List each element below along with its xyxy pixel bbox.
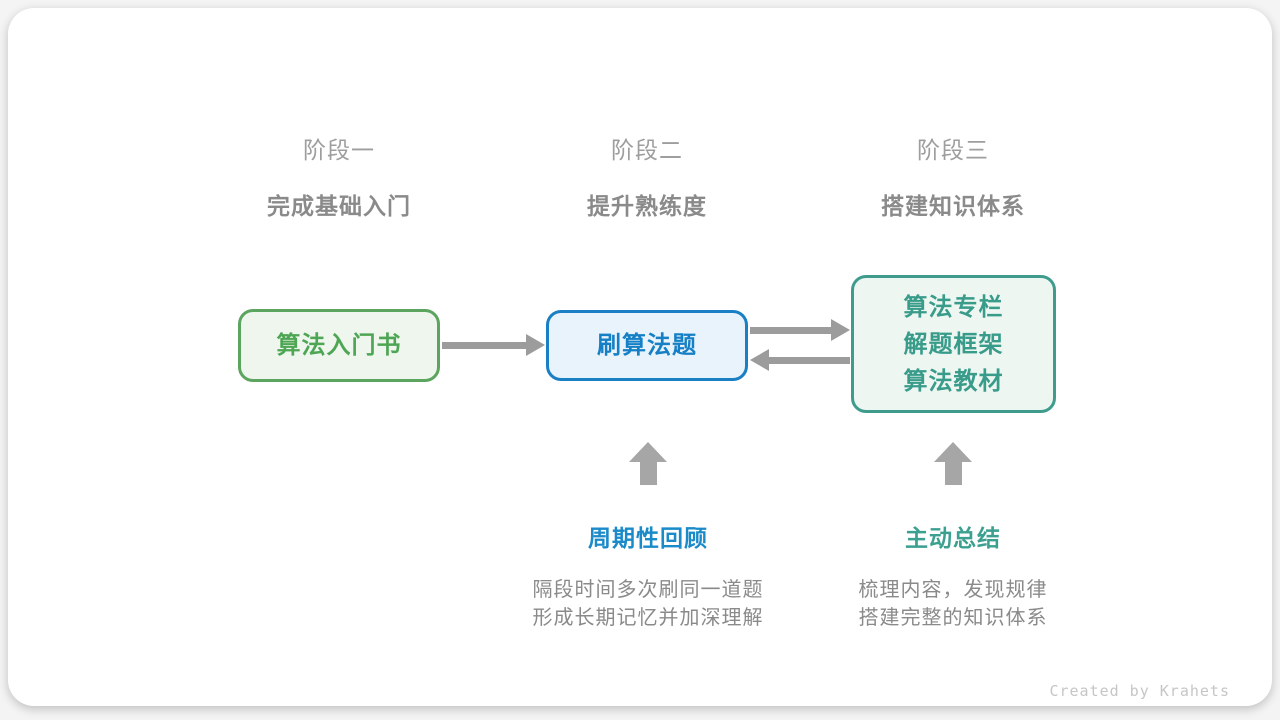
stage-3-label: 阶段三	[917, 137, 989, 163]
arrow-practice-to-resources-icon	[750, 319, 850, 341]
arrow-shaft	[442, 341, 526, 349]
credit-text: Created by Krahets	[1049, 682, 1230, 700]
node-practice-problems: 刷算法题	[546, 310, 748, 381]
stage-header-1: 阶段一 完成基础入门	[267, 131, 411, 221]
arrow-head-right-icon	[831, 319, 850, 341]
annotation-summary-line-1: 梳理内容，发现规律	[858, 579, 1048, 601]
node-intro-book-label: 算法入门书	[276, 332, 402, 359]
node-resources-line-1: 算法专栏	[903, 293, 1004, 321]
annotation-periodic-review: 周期性回顾 隔段时间多次刷同一道题 形成长期记忆并加深理解	[533, 519, 764, 632]
node-resources-line-3: 算法教材	[903, 367, 1004, 395]
stage-2-subtitle: 提升熟练度	[587, 193, 707, 219]
stage-header-2: 阶段二 提升熟练度	[587, 131, 707, 221]
stage-2-label: 阶段二	[611, 137, 683, 163]
arrow-head-right-icon	[526, 334, 545, 356]
arrow-shaft	[750, 326, 831, 334]
annotation-review-line-2: 形成长期记忆并加深理解	[532, 607, 764, 629]
up-arrow-head-icon	[934, 442, 972, 462]
up-arrow-summary-icon	[934, 442, 972, 485]
up-arrow-head-icon	[629, 442, 667, 462]
up-arrow-stem	[639, 462, 657, 485]
up-arrow-review-icon	[629, 442, 667, 485]
stage-header-3: 阶段三 搭建知识体系	[881, 131, 1025, 221]
arrow-shaft	[769, 356, 850, 364]
annotation-review-title: 周期性回顾	[588, 525, 708, 551]
arrow-resources-to-practice-icon	[750, 349, 850, 371]
arrow-intro-to-practice-icon	[442, 334, 545, 356]
annotation-review-line-1: 隔段时间多次刷同一道题	[532, 579, 764, 601]
annotation-summary-title: 主动总结	[905, 525, 1001, 551]
annotation-summary-line-2: 搭建完整的知识体系	[858, 607, 1048, 629]
stage-1-label: 阶段一	[303, 137, 375, 163]
stage-1-subtitle: 完成基础入门	[267, 193, 411, 219]
up-arrow-stem	[944, 462, 962, 485]
node-practice-label: 刷算法题	[597, 332, 697, 359]
annotation-active-summary: 主动总结 梳理内容，发现规律 搭建完整的知识体系	[859, 519, 1048, 632]
node-knowledge-resources: 算法专栏 解题框架 算法教材	[851, 275, 1056, 413]
stage-3-subtitle: 搭建知识体系	[881, 193, 1025, 219]
arrow-head-left-icon	[750, 349, 769, 371]
node-intro-book: 算法入门书	[238, 309, 440, 382]
node-resources-line-2: 解题框架	[903, 330, 1004, 358]
diagram-card: 阶段一 完成基础入门 阶段二 提升熟练度 阶段三 搭建知识体系 算法入门书 刷算…	[8, 8, 1272, 706]
